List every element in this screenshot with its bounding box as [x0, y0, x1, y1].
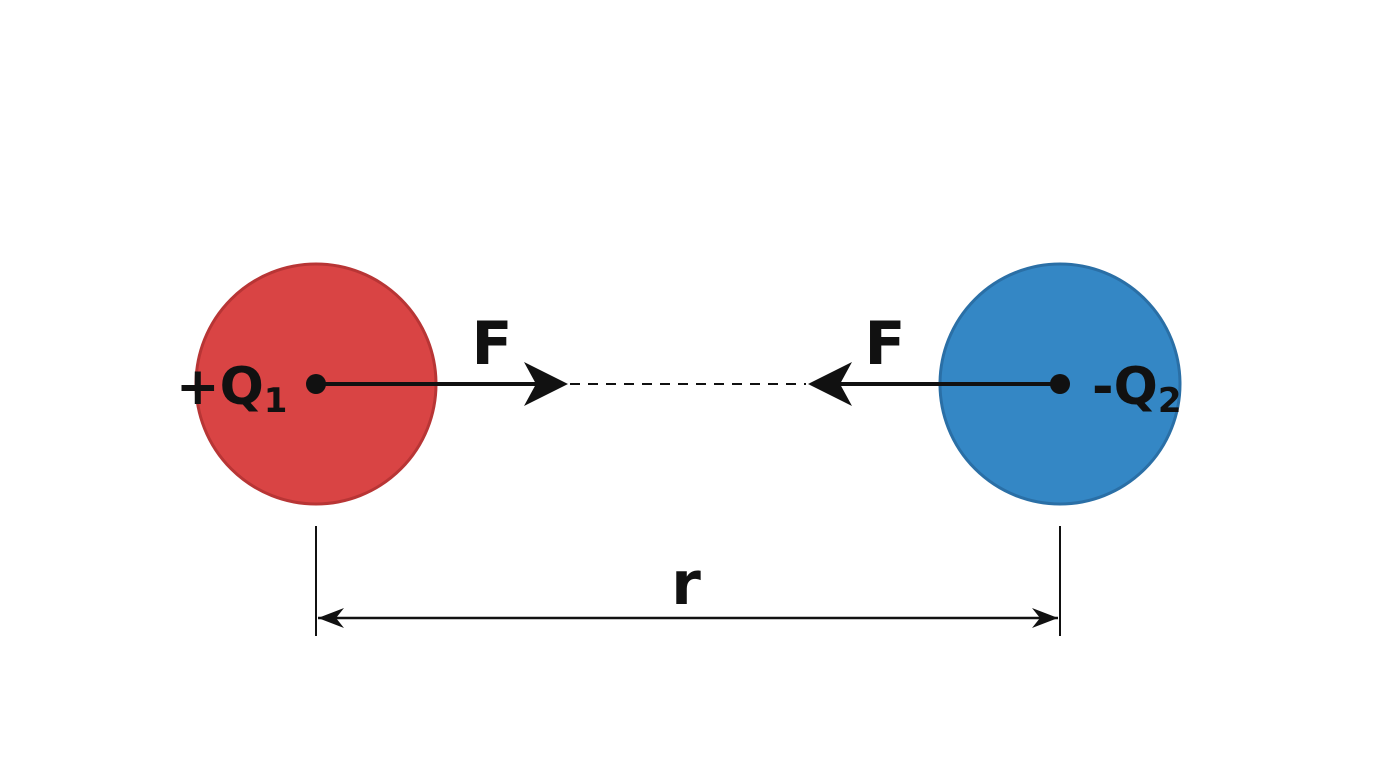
- charge-q2-sign: -: [1092, 357, 1114, 417]
- force-arrow-on-q2: F: [808, 309, 1060, 406]
- charge-q1-sign: +: [176, 357, 220, 417]
- distance-label: r: [671, 549, 701, 619]
- force-arrow-q2-head: [808, 362, 852, 406]
- charge-q1-symbol: Q: [220, 357, 264, 417]
- force-label-q1: F: [472, 309, 513, 379]
- force-arrow-q1-head: [524, 362, 568, 406]
- force-arrow-on-q1: F: [316, 309, 568, 406]
- distance-dimension: r: [315, 526, 1061, 636]
- force-label-q2: F: [865, 309, 906, 379]
- charge-q2-label: -Q2: [1092, 357, 1181, 421]
- charge-q1-subscript: 1: [264, 381, 288, 421]
- charge-q2-subscript: 2: [1158, 381, 1182, 421]
- charge-q2-symbol: Q: [1114, 357, 1158, 417]
- charge-q1-label: +Q1: [176, 357, 287, 421]
